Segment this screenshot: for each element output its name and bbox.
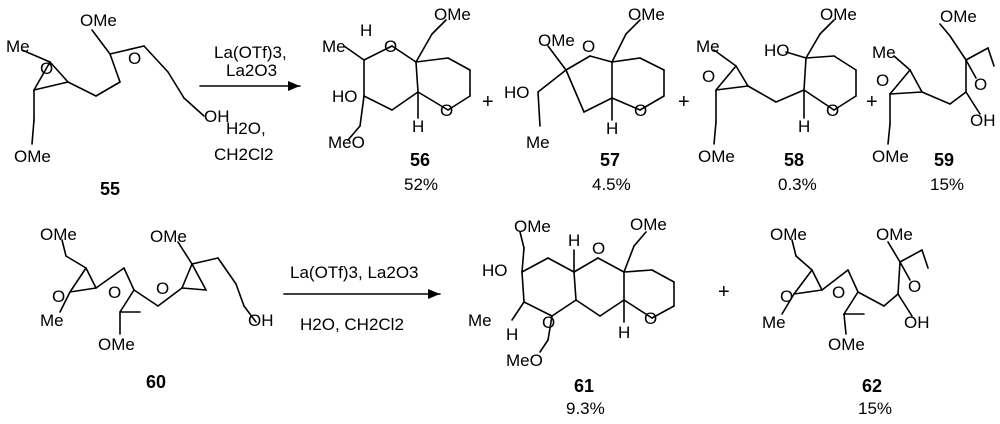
label-epoxide-o: O: [40, 59, 53, 78]
compound-59: OMe Me O O OMe OH 59 15%: [872, 7, 996, 194]
compound-58: Me HO OMe O OMe H O 58 0.3%: [696, 5, 857, 194]
label-h-top: H: [568, 231, 580, 250]
label-ring-o-left: O: [542, 313, 555, 332]
label-ring-o-right: O: [644, 309, 657, 328]
compound-yield: 15%: [858, 399, 892, 418]
label-h-bottom: H: [618, 323, 630, 342]
label-epoxide-o: O: [702, 67, 715, 86]
compound-55: Me OMe O O OMe OH 55: [6, 11, 230, 199]
label-epoxide-o: O: [52, 287, 65, 306]
label-meo: MeO: [328, 133, 365, 152]
compound-yield: 4.5%: [592, 175, 631, 194]
label-ho: HO: [332, 87, 358, 106]
label-h-bottom: H: [798, 117, 810, 136]
label-epoxide-o2: O: [832, 283, 845, 302]
compound-60: OMe OMe O O O Me OMe OH 60: [40, 225, 274, 392]
label-methyl: Me: [468, 311, 492, 330]
compound-yield: 52%: [404, 175, 438, 194]
label-h-bottom: H: [606, 119, 618, 138]
label-ring-o-right: O: [634, 101, 647, 120]
label-methyl: Me: [872, 43, 896, 62]
label-ome-bottom: OMe: [872, 147, 909, 166]
label-hydroxyl: OH: [904, 313, 930, 332]
compound-number: 57: [600, 150, 620, 170]
label-ring-o-mid: O: [592, 239, 605, 258]
label-methyl: Me: [322, 37, 346, 56]
label-ho: HO: [764, 41, 790, 60]
label-ome-bottom: OMe: [698, 147, 735, 166]
reaction-arrow-1: La(OTf)3, La2O3 H2O, CH2Cl2: [199, 43, 301, 164]
reagent-line2: La2O3: [226, 61, 277, 80]
label-ring-o-right: O: [826, 101, 839, 120]
compound-number: 58: [784, 150, 804, 170]
label-ome-left: OMe: [770, 225, 807, 244]
label-ome: OMe: [940, 7, 977, 26]
label-ome-right: OMe: [876, 225, 913, 244]
reagent: La(OTf)3, La2O3: [290, 263, 419, 282]
label-methyl: Me: [696, 37, 720, 56]
label-methyl: Me: [40, 311, 64, 330]
label-hydroxyl: OH: [248, 311, 274, 330]
label-ring-o-top: O: [384, 37, 397, 56]
compound-62: OMe OMe Me O O O OMe OH 62 15%: [762, 225, 930, 418]
compound-yield: 15%: [930, 175, 964, 194]
solvent-line1: H2O,: [226, 119, 266, 138]
label-ome-right: OMe: [630, 215, 667, 234]
label-ho: HO: [482, 261, 508, 280]
compound-61: OMe HO H O OMe Me H O MeO H O 61 9.3%: [468, 215, 675, 418]
label-ho: HO: [504, 83, 530, 102]
plus-sign: +: [866, 91, 878, 113]
label-ome: OMe: [820, 5, 857, 24]
label-h-top: H: [360, 21, 372, 40]
plus-sign: +: [482, 91, 494, 113]
compound-yield: 0.3%: [778, 175, 817, 194]
compound-number: 62: [862, 376, 882, 396]
compound-number: 60: [146, 372, 166, 392]
label-epoxide-o2: O: [108, 283, 121, 302]
compound-number: 55: [100, 179, 120, 199]
label-ring-o: O: [908, 277, 921, 296]
label-ring-o-right: O: [440, 101, 453, 120]
compound-yield: 9.3%: [566, 399, 605, 418]
label-methyl: Me: [6, 37, 30, 56]
compound-number: 59: [934, 150, 954, 170]
plus-sign: +: [678, 91, 690, 113]
label-ome-bottom: OMe: [14, 147, 51, 166]
label-ome-left: OMe: [514, 217, 551, 236]
label-hydroxyl: OH: [204, 107, 230, 126]
label-ome-3: OMe: [98, 335, 135, 354]
label-ome-right: OMe: [628, 5, 665, 24]
label-meo: MeO: [506, 351, 543, 370]
solvent: H2O, CH2Cl2: [300, 315, 404, 334]
compound-number: 61: [574, 376, 594, 396]
compound-56: Me H O OMe HO MeO H O 56 52%: [322, 5, 471, 194]
plus-sign: +: [718, 281, 730, 303]
compound-57: OMe O OMe HO Me H O 57 4.5%: [504, 5, 665, 194]
label-ome-top: OMe: [80, 11, 117, 30]
label-ome-1: OMe: [40, 225, 77, 244]
label-ring-o: O: [582, 37, 595, 56]
reaction-arrow-2: La(OTf)3, La2O3 H2O, CH2Cl2: [283, 263, 441, 334]
label-ring-o: O: [974, 75, 987, 94]
label-methyl: Me: [526, 133, 550, 152]
label-hydroxyl: OH: [970, 111, 996, 130]
label-ome-left: OMe: [538, 31, 575, 50]
label-ome-bottom: OMe: [828, 335, 865, 354]
reagent-line1: La(OTf)3,: [214, 43, 287, 62]
label-epoxide-o2: O: [128, 49, 141, 68]
label-ome-2: OMe: [150, 227, 187, 246]
compound-number: 56: [410, 150, 430, 170]
label-epoxide-o3: O: [156, 279, 169, 298]
solvent-line2: CH2Cl2: [214, 145, 274, 164]
label-ome: OMe: [434, 5, 471, 24]
label-h-bottom: H: [412, 117, 424, 136]
label-h-left: H: [506, 325, 518, 344]
label-epoxide-o: O: [780, 287, 793, 306]
label-methyl: Me: [762, 313, 786, 332]
label-epoxide-o: O: [876, 71, 889, 90]
